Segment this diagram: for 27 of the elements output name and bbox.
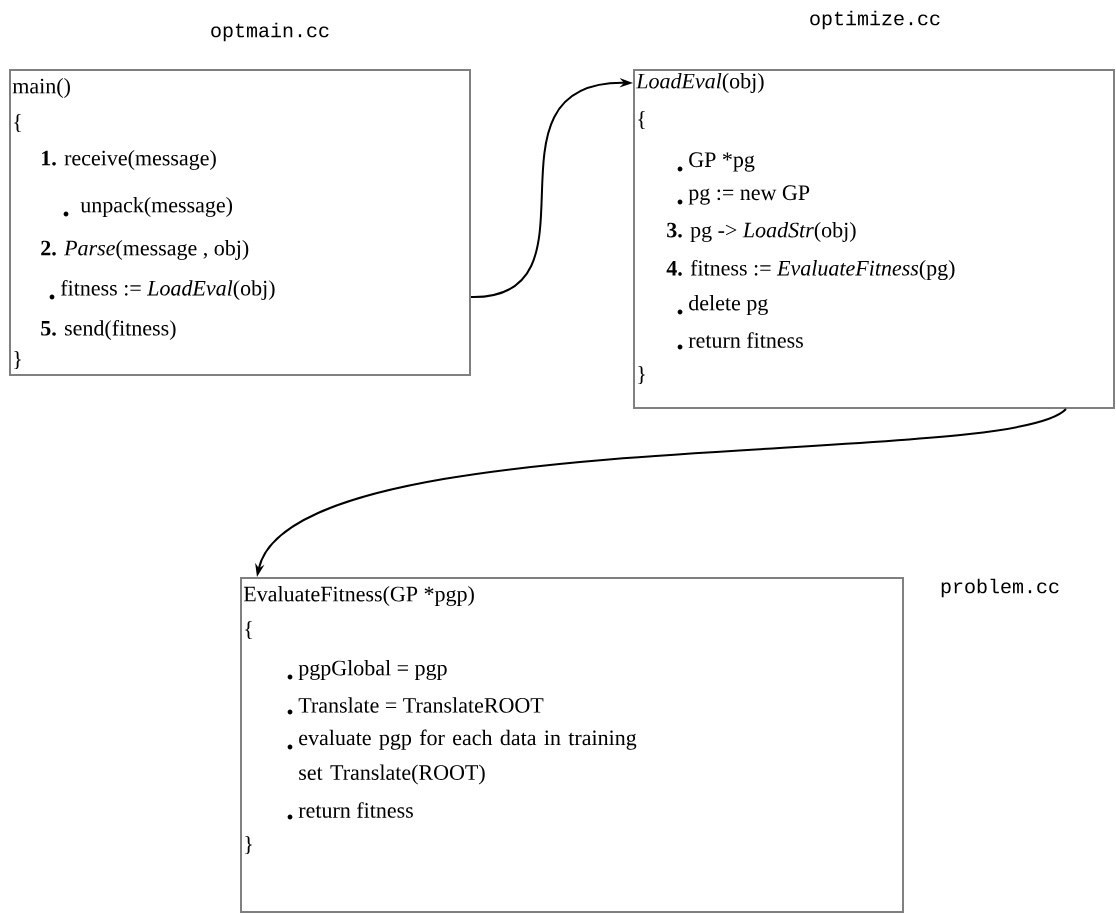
file-name: optmain.cc — [211, 22, 329, 42]
code-line: main() — [12, 78, 70, 98]
code-line: 2. Parse(message , obj) — [41, 240, 249, 260]
code-line: LoadEval(obj) — [636, 73, 764, 93]
code-line: pg := new GP — [688, 185, 810, 205]
code-line: { — [638, 110, 645, 130]
code-line: 1. receive(message) — [42, 150, 216, 170]
code-line: return fitness — [688, 332, 803, 348]
file-name: problem.cc — [941, 578, 1059, 598]
code-line: { — [245, 620, 252, 640]
code-line: Translate = TranslateROOT — [298, 697, 544, 713]
code-line: evaluate pgp for each data in training set Translate(ROOT) — [299, 729, 637, 785]
code-line: 3. pg -> LoadStr(obj) — [667, 222, 856, 242]
code-line: pgpGlobal = pgp — [298, 660, 447, 680]
code-line: } — [638, 365, 645, 385]
code-line: GP *pg — [689, 152, 755, 172]
code-line: 5. send(fitness) — [41, 319, 176, 341]
code-line: return fitness — [298, 802, 413, 818]
code-line: unpack(message) — [80, 197, 233, 217]
code-line: delete pg — [689, 295, 768, 315]
code-line: EvaluateFitness(GP *pgp) — [243, 586, 474, 606]
code-line: } — [245, 835, 252, 855]
code-line: } — [14, 350, 21, 370]
code-line: fitness := LoadEval(obj) — [60, 279, 275, 301]
file-name: optimize.cc — [810, 10, 940, 30]
code-line: 4. fitness := EvaluateFitness(pg) — [666, 259, 955, 281]
code-line: { — [14, 113, 21, 133]
